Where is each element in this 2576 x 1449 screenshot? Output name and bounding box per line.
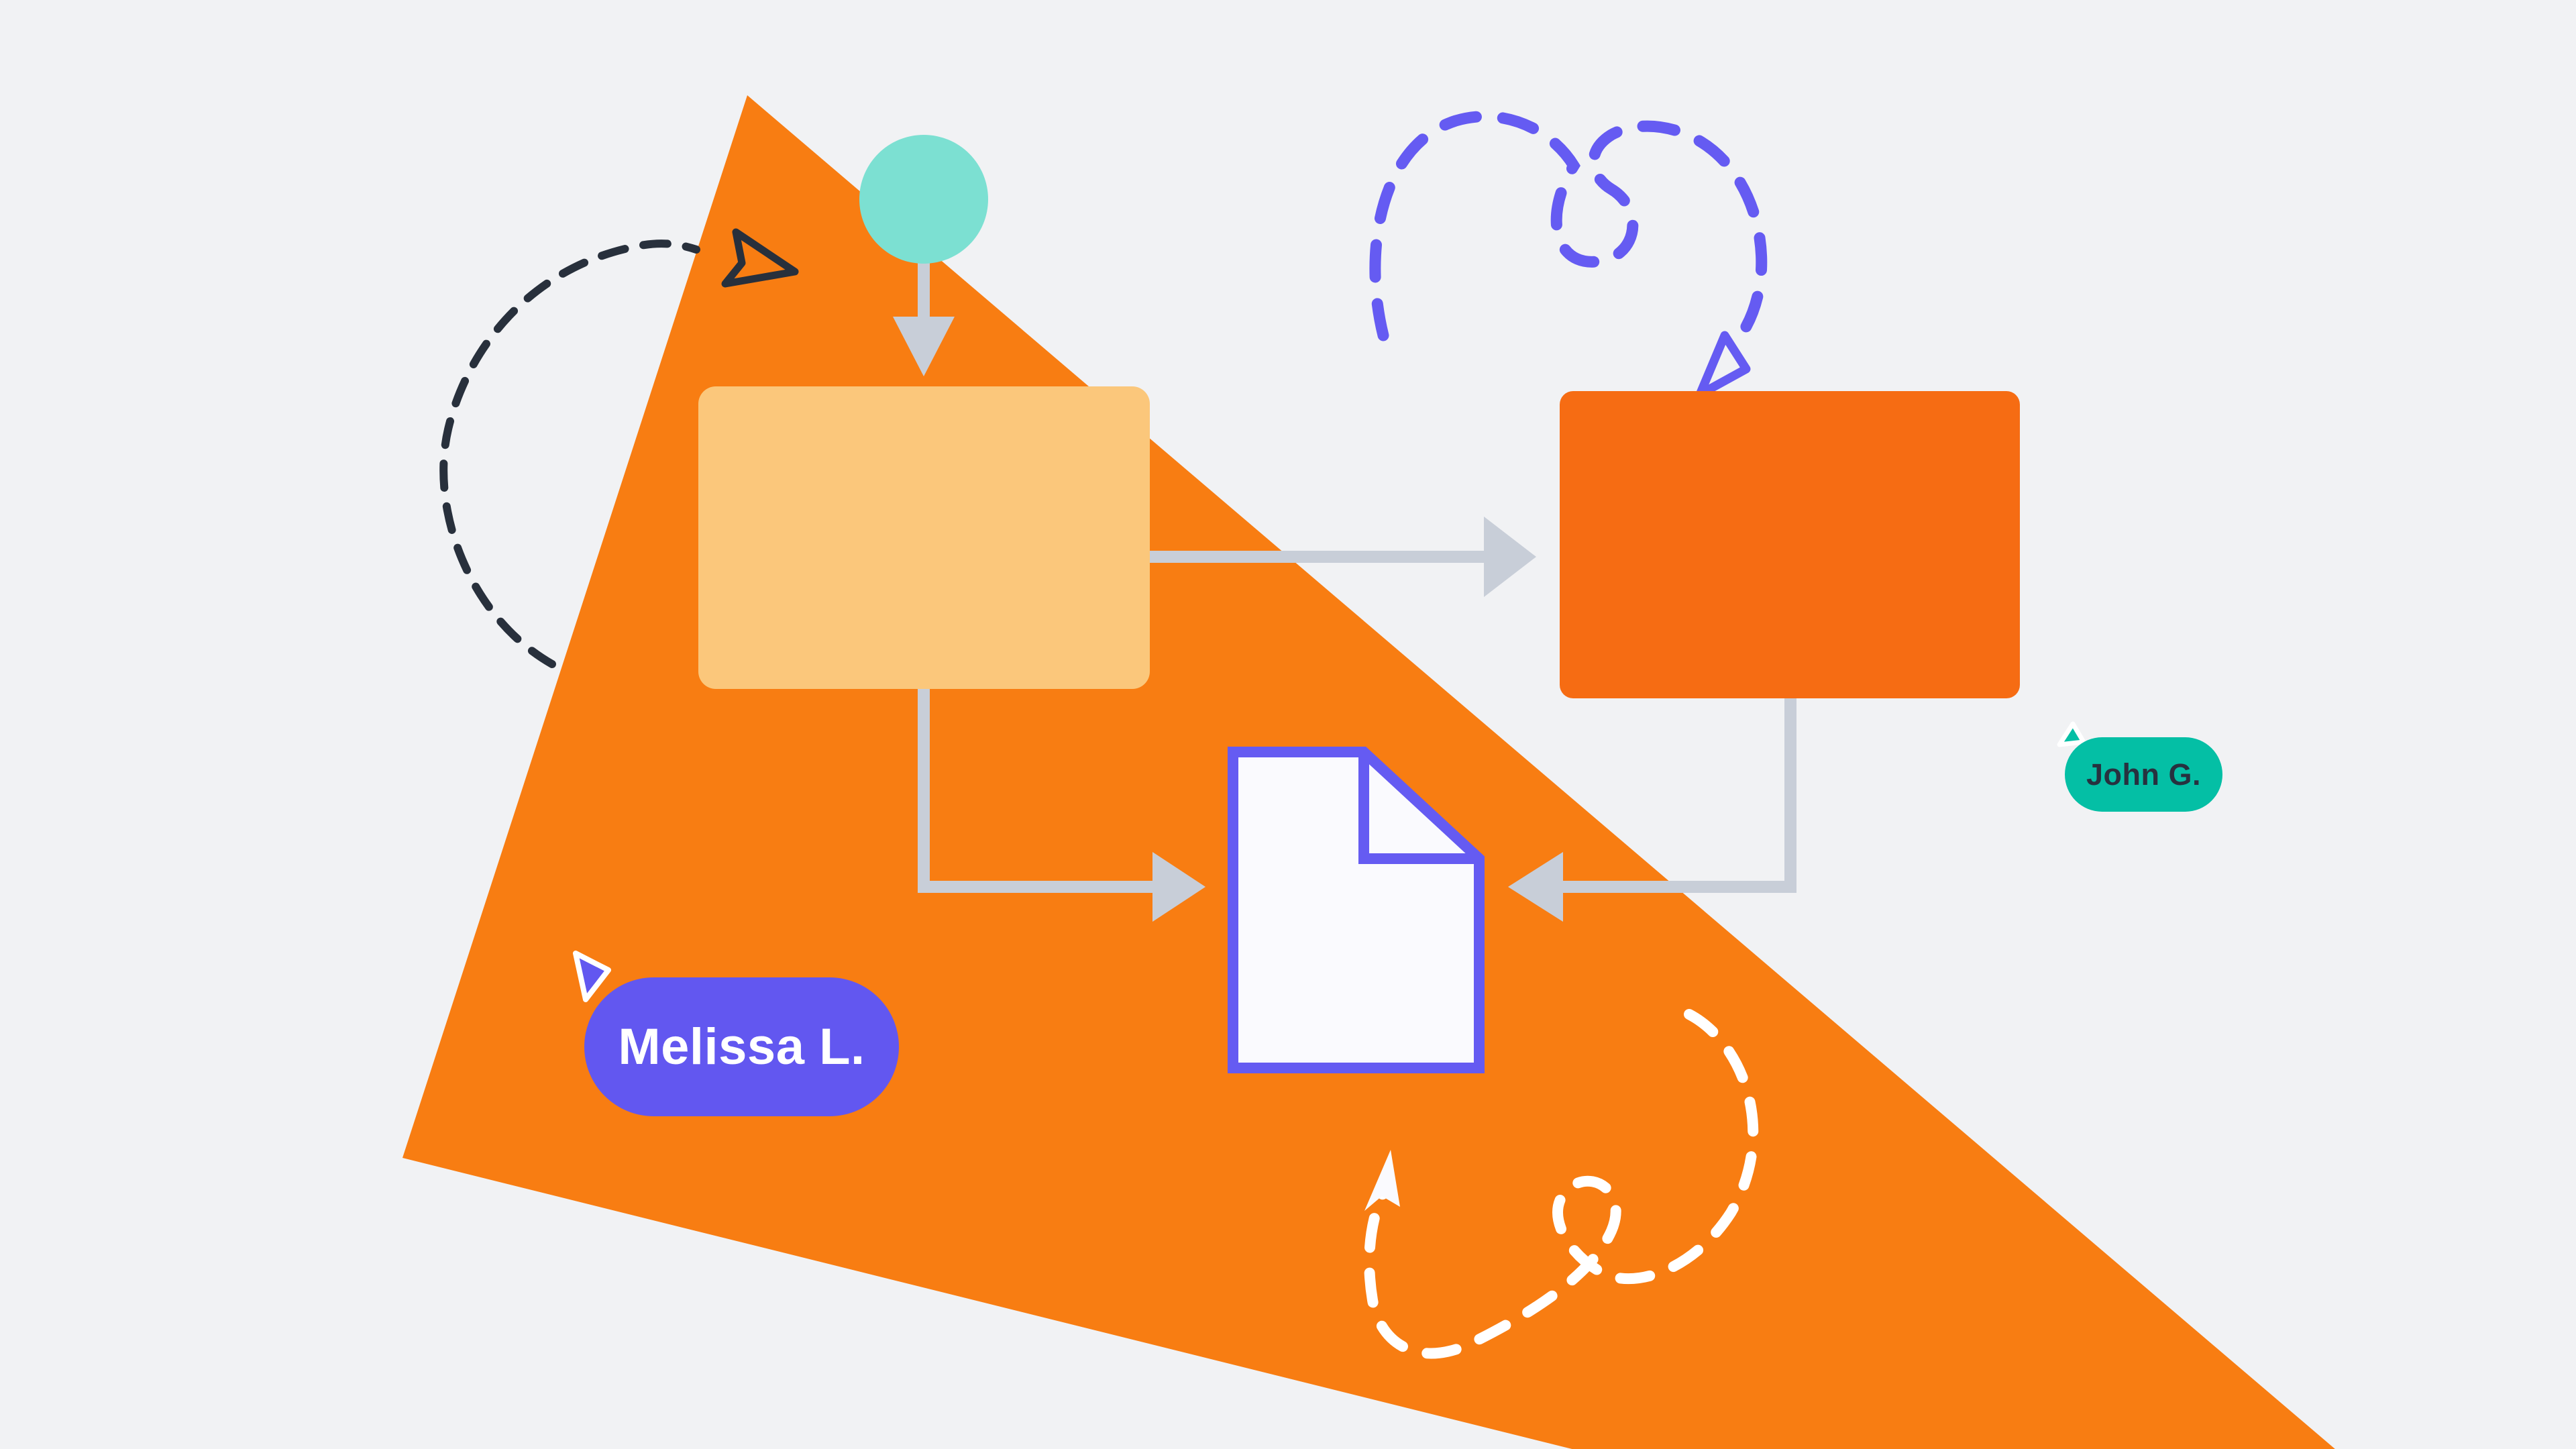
collaborator-name: John G. (2086, 757, 2201, 792)
process-box-peach (698, 386, 1150, 689)
arrowhead-icon-white (1364, 1150, 1400, 1211)
collaborator-name: Melissa L. (618, 1018, 865, 1075)
collaborator-pill-john: John G. (2065, 737, 2222, 812)
collaborator-pill-melissa: Melissa L. (584, 977, 899, 1116)
orange-triangle-backdrop (402, 95, 2335, 1449)
arrowhead-icon-left (1508, 852, 1563, 922)
collaborator-cursor-icon-john (2057, 721, 2086, 747)
collaborator-cursor-icon-melissa (573, 951, 611, 1002)
circle-start-node (859, 135, 988, 264)
connector-orange-box-to-document (1563, 698, 1796, 893)
arrowhead-icon-down (893, 317, 955, 376)
document-fold-corner (1358, 752, 1479, 864)
arrowhead-icon-right (1484, 517, 1536, 597)
connector-peach-box-to-document (918, 689, 1152, 893)
dashed-scribble-arrow-purple (1369, 111, 1768, 348)
cursor-arrow-icon-black (721, 228, 799, 288)
arrowhead-icon-purple (1695, 331, 1751, 399)
process-box-orange (1560, 391, 2020, 698)
arrowhead-icon-right (1152, 852, 1205, 922)
dashed-scribble-arrow-white (1364, 1009, 1759, 1359)
document-icon (1228, 747, 1485, 1073)
dashed-scribble-arrow-black (439, 239, 700, 668)
